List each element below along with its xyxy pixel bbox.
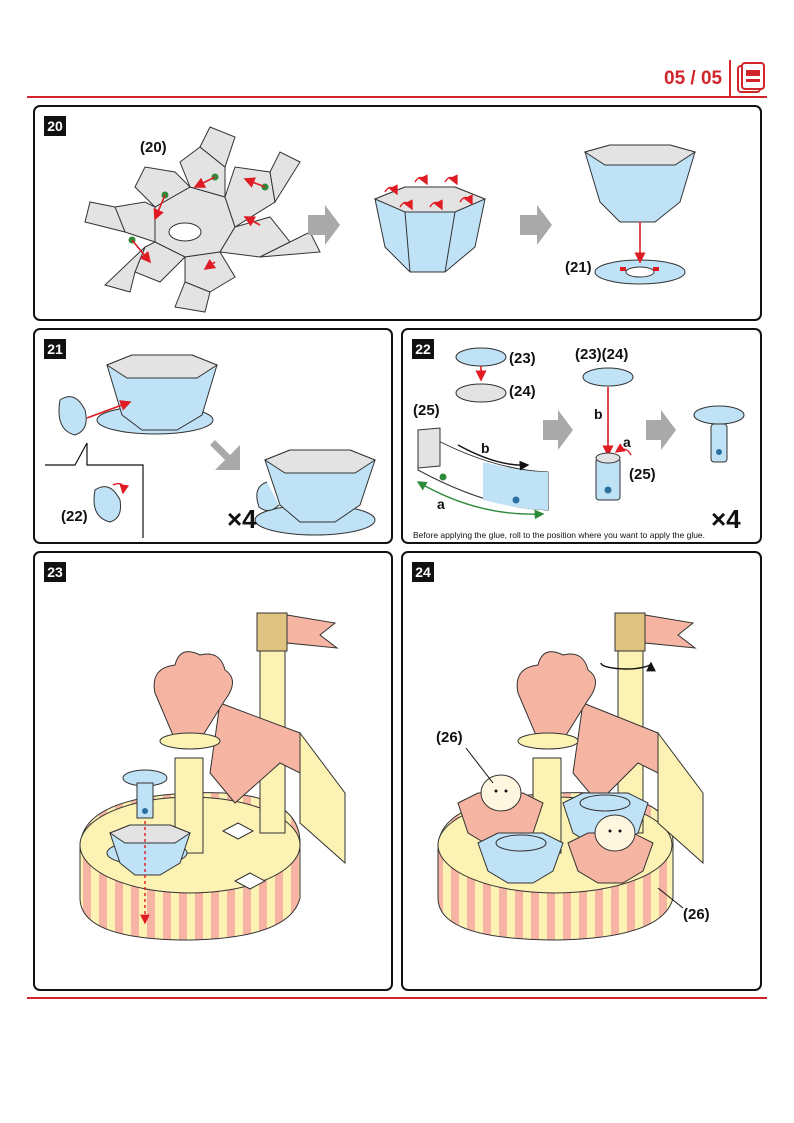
step-22-illustration — [416, 347, 745, 520]
step-24-illustration — [437, 612, 704, 941]
step-arrow — [210, 440, 240, 470]
part-label-25: (25) — [413, 402, 440, 419]
step-arrow — [308, 205, 340, 245]
folded-cup — [373, 186, 487, 273]
booklet-icon — [729, 60, 765, 98]
part-label-23: (23) — [509, 350, 536, 367]
step-22-panel: 22 (23) (24) (25) (23)(24) (25) b a b — [401, 328, 762, 544]
step-20-illustration — [84, 126, 697, 313]
page-number: 05 / 05 — [664, 68, 723, 89]
fold-label-a-rolled: a — [623, 434, 631, 450]
step-24-panel: 24 (26) ( — [401, 551, 762, 991]
quantity-multiplier: ×4 — [227, 504, 257, 534]
quantity-multiplier: ×4 — [711, 504, 741, 534]
glue-instruction: Before applying the glue, roll to the po… — [413, 530, 706, 540]
part-label-25-rolled: (25) — [629, 466, 656, 483]
step-badge: 23 — [44, 562, 66, 582]
step-badge: 21 — [44, 339, 66, 359]
part-label-23-24: (23)(24) — [575, 346, 629, 363]
step-23-panel: 23 — [33, 551, 393, 991]
part-label-21: (21) — [565, 259, 592, 276]
step-badge: 20 — [44, 116, 66, 136]
step-badge: 24 — [412, 562, 434, 582]
step-badge: 22 — [412, 339, 434, 359]
part-label-22: (22) — [61, 508, 88, 525]
fold-label-a: a — [437, 496, 445, 512]
fold-label-b: b — [481, 440, 490, 456]
part-label-20: (20) — [140, 139, 167, 156]
part-label-26-lower: (26) — [683, 906, 710, 923]
part-label-26-upper: (26) — [436, 729, 463, 746]
header-divider — [27, 96, 767, 98]
step-arrow — [543, 410, 573, 450]
step-21-illustration — [45, 354, 377, 538]
cup-assembled — [583, 144, 697, 285]
step-21-panel: 21 (22) ×4 — [33, 328, 393, 544]
part-label-24: (24) — [509, 383, 536, 400]
footer-divider — [27, 997, 767, 999]
step-20-panel: 20 — [33, 105, 762, 321]
cup-net — [84, 126, 321, 313]
step-arrow — [646, 410, 676, 450]
step-arrow — [520, 205, 552, 245]
fold-label-b-rolled: b — [594, 406, 603, 422]
step-23-illustration — [79, 612, 346, 941]
